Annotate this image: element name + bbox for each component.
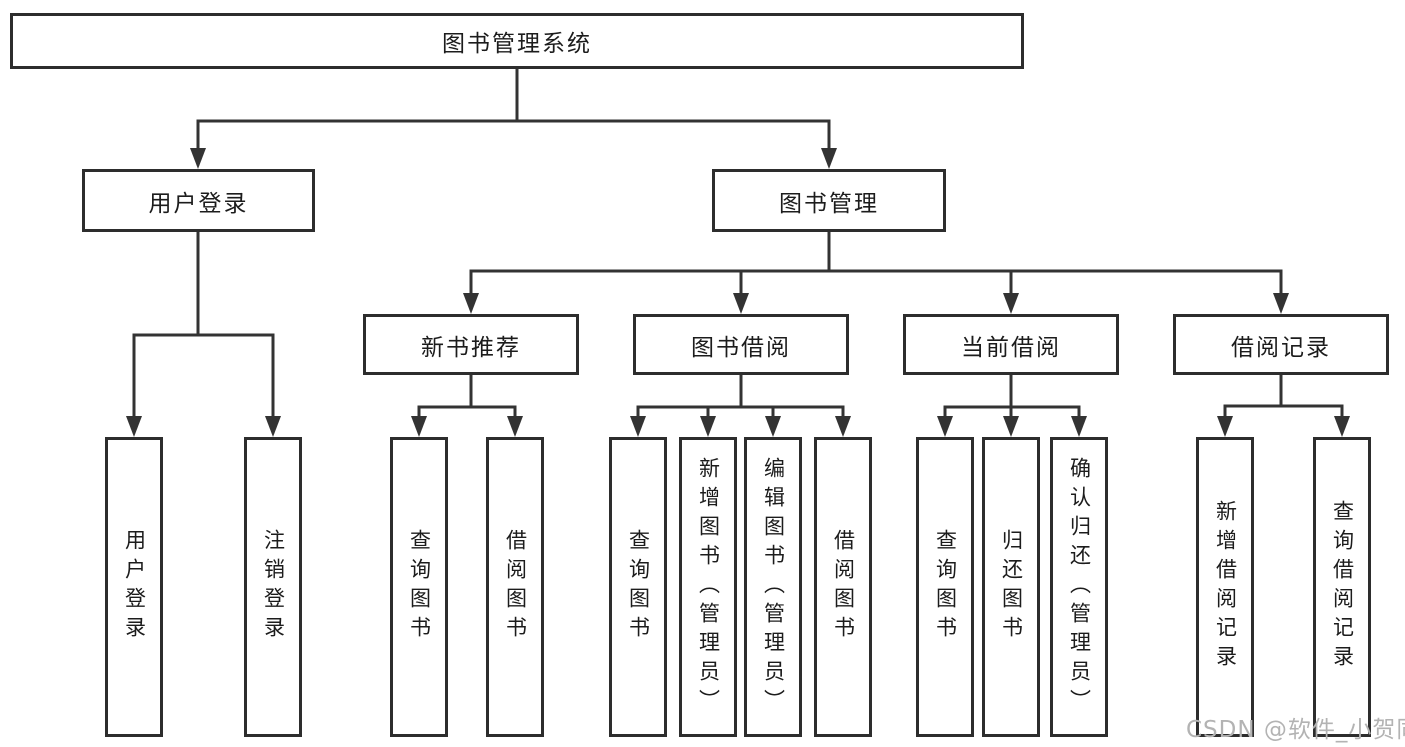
leaf-edit-book-admin: 编辑图书（管理员）: [744, 437, 802, 737]
leaf-borrow-books-newbook: 借阅图书: [486, 437, 544, 737]
leaf-query-books-newbook: 查询图书: [390, 437, 448, 737]
node-book-management: 图书管理: [712, 169, 946, 232]
node-borrowing-records: 借阅记录: [1173, 314, 1389, 375]
connector-currentborrow-to-leaves: [937, 373, 1087, 437]
leaf-borrow-books-borrowing: 借阅图书: [814, 437, 872, 737]
node-library-system: 图书管理系统: [10, 13, 1024, 69]
leaf-return-book: 归还图书: [982, 437, 1040, 737]
node-user-login: 用户登录: [82, 169, 315, 232]
node-current-borrowing: 当前借阅: [903, 314, 1119, 375]
leaf-query-borrow-record: 查询借阅记录: [1313, 437, 1371, 737]
connector-bookmgmt-to-level3: [463, 230, 1289, 314]
csdn-watermark: CSDN @软件_小贺同学: [1186, 717, 1405, 743]
leaf-user-login: 用户登录: [105, 437, 163, 737]
leaf-query-books-current: 查询图书: [916, 437, 974, 737]
leaf-confirm-return-admin: 确认归还（管理员）: [1050, 437, 1108, 737]
node-new-book-recommendation: 新书推荐: [363, 314, 579, 375]
connector-userlogin-to-leaves: [126, 230, 281, 437]
connector-root-to-level2: [190, 67, 837, 169]
leaf-add-borrow-record: 新增借阅记录: [1196, 437, 1254, 737]
leaf-query-books-borrowing: 查询图书: [609, 437, 667, 737]
connector-newbook-to-leaves: [411, 373, 523, 437]
leaf-logout: 注销登录: [244, 437, 302, 737]
leaf-add-book-admin: 新增图书（管理员）: [679, 437, 737, 737]
node-book-borrowing: 图书借阅: [633, 314, 849, 375]
connector-bookborrow-to-leaves: [630, 373, 851, 437]
connector-borrowrecord-to-leaves: [1217, 373, 1350, 437]
